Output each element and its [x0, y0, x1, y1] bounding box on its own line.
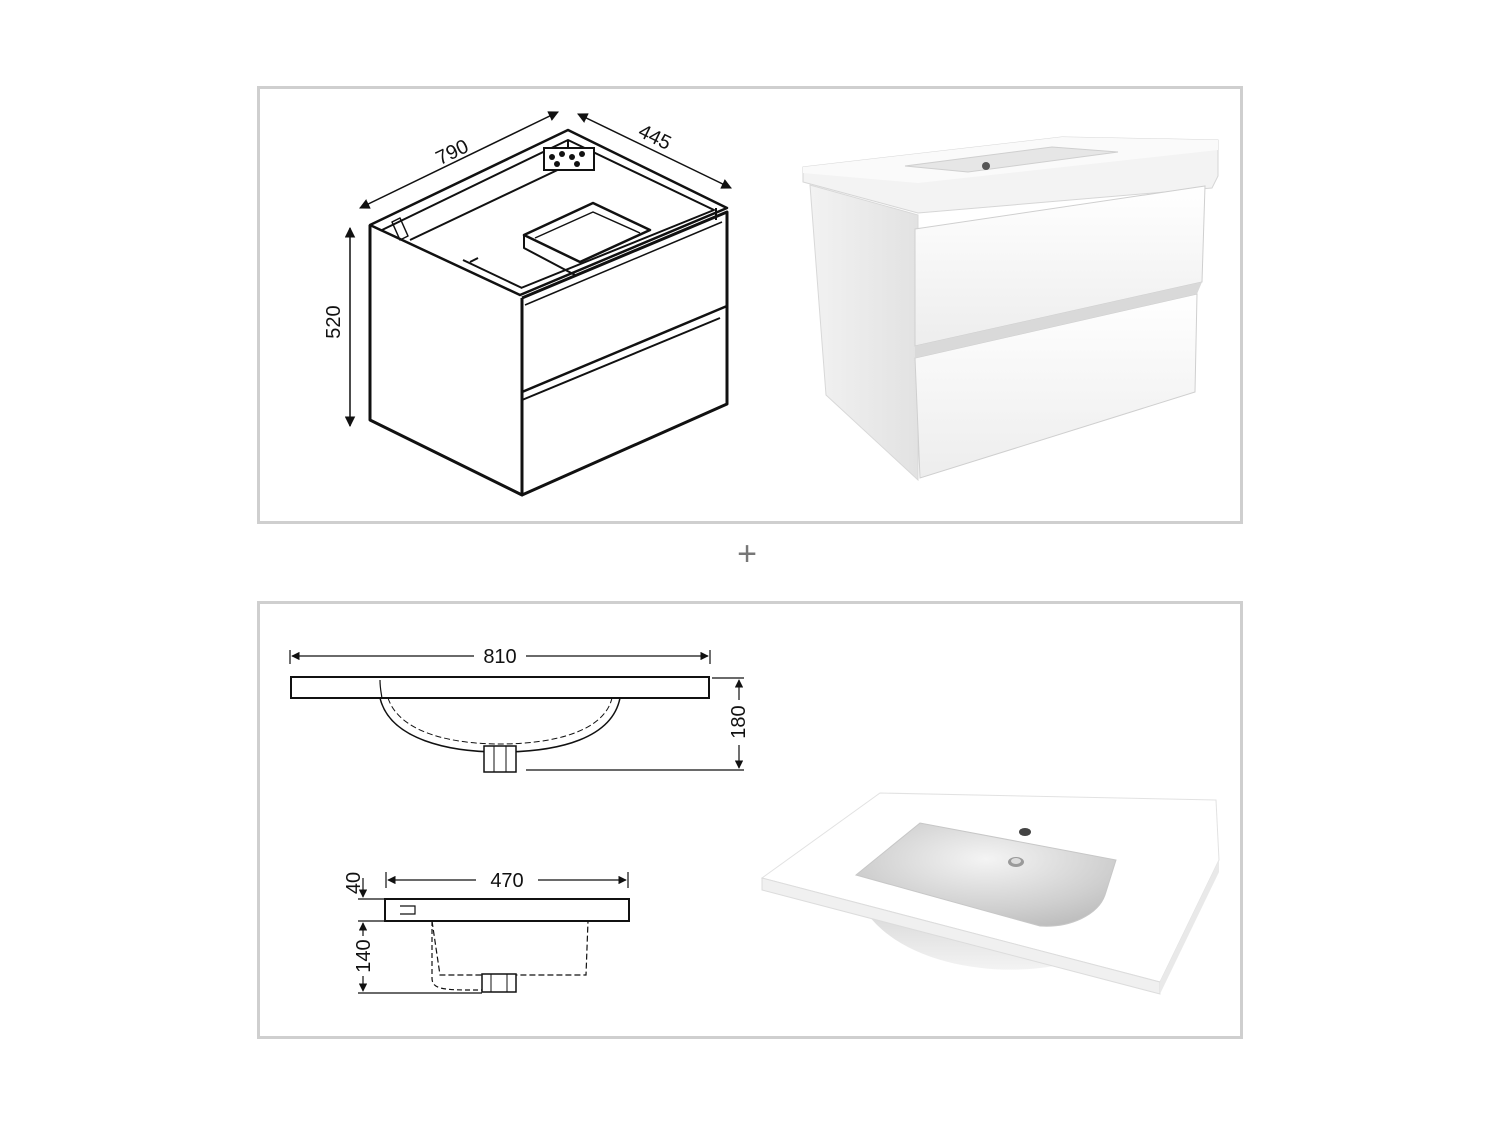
basin-render — [760, 792, 1220, 995]
basin-front-height-label: 180 — [728, 705, 750, 738]
basin-side-view: 470 40 140 — [343, 870, 630, 994]
basin-front-view: 810 180 — [289, 646, 750, 773]
basin-side-bowl-label: 140 — [353, 939, 375, 972]
cabinet-render — [802, 136, 1219, 482]
basin-side-top-label: 40 — [343, 872, 365, 894]
basin-front-width-label: 810 — [483, 646, 516, 668]
cabinet-dimension-height: 520 — [323, 226, 356, 428]
cabinet-line-drawing — [368, 128, 729, 497]
basin-side-depth-label: 470 — [490, 870, 523, 892]
cabinet-height-label: 520 — [323, 305, 345, 338]
cabinet-depth-label: 445 — [635, 120, 675, 154]
cabinet-dimension-depth: 445 — [577, 113, 732, 189]
wall-bracket-icon — [543, 147, 595, 171]
plus-separator: + — [737, 535, 757, 573]
cabinet-width-label: 790 — [433, 135, 473, 169]
